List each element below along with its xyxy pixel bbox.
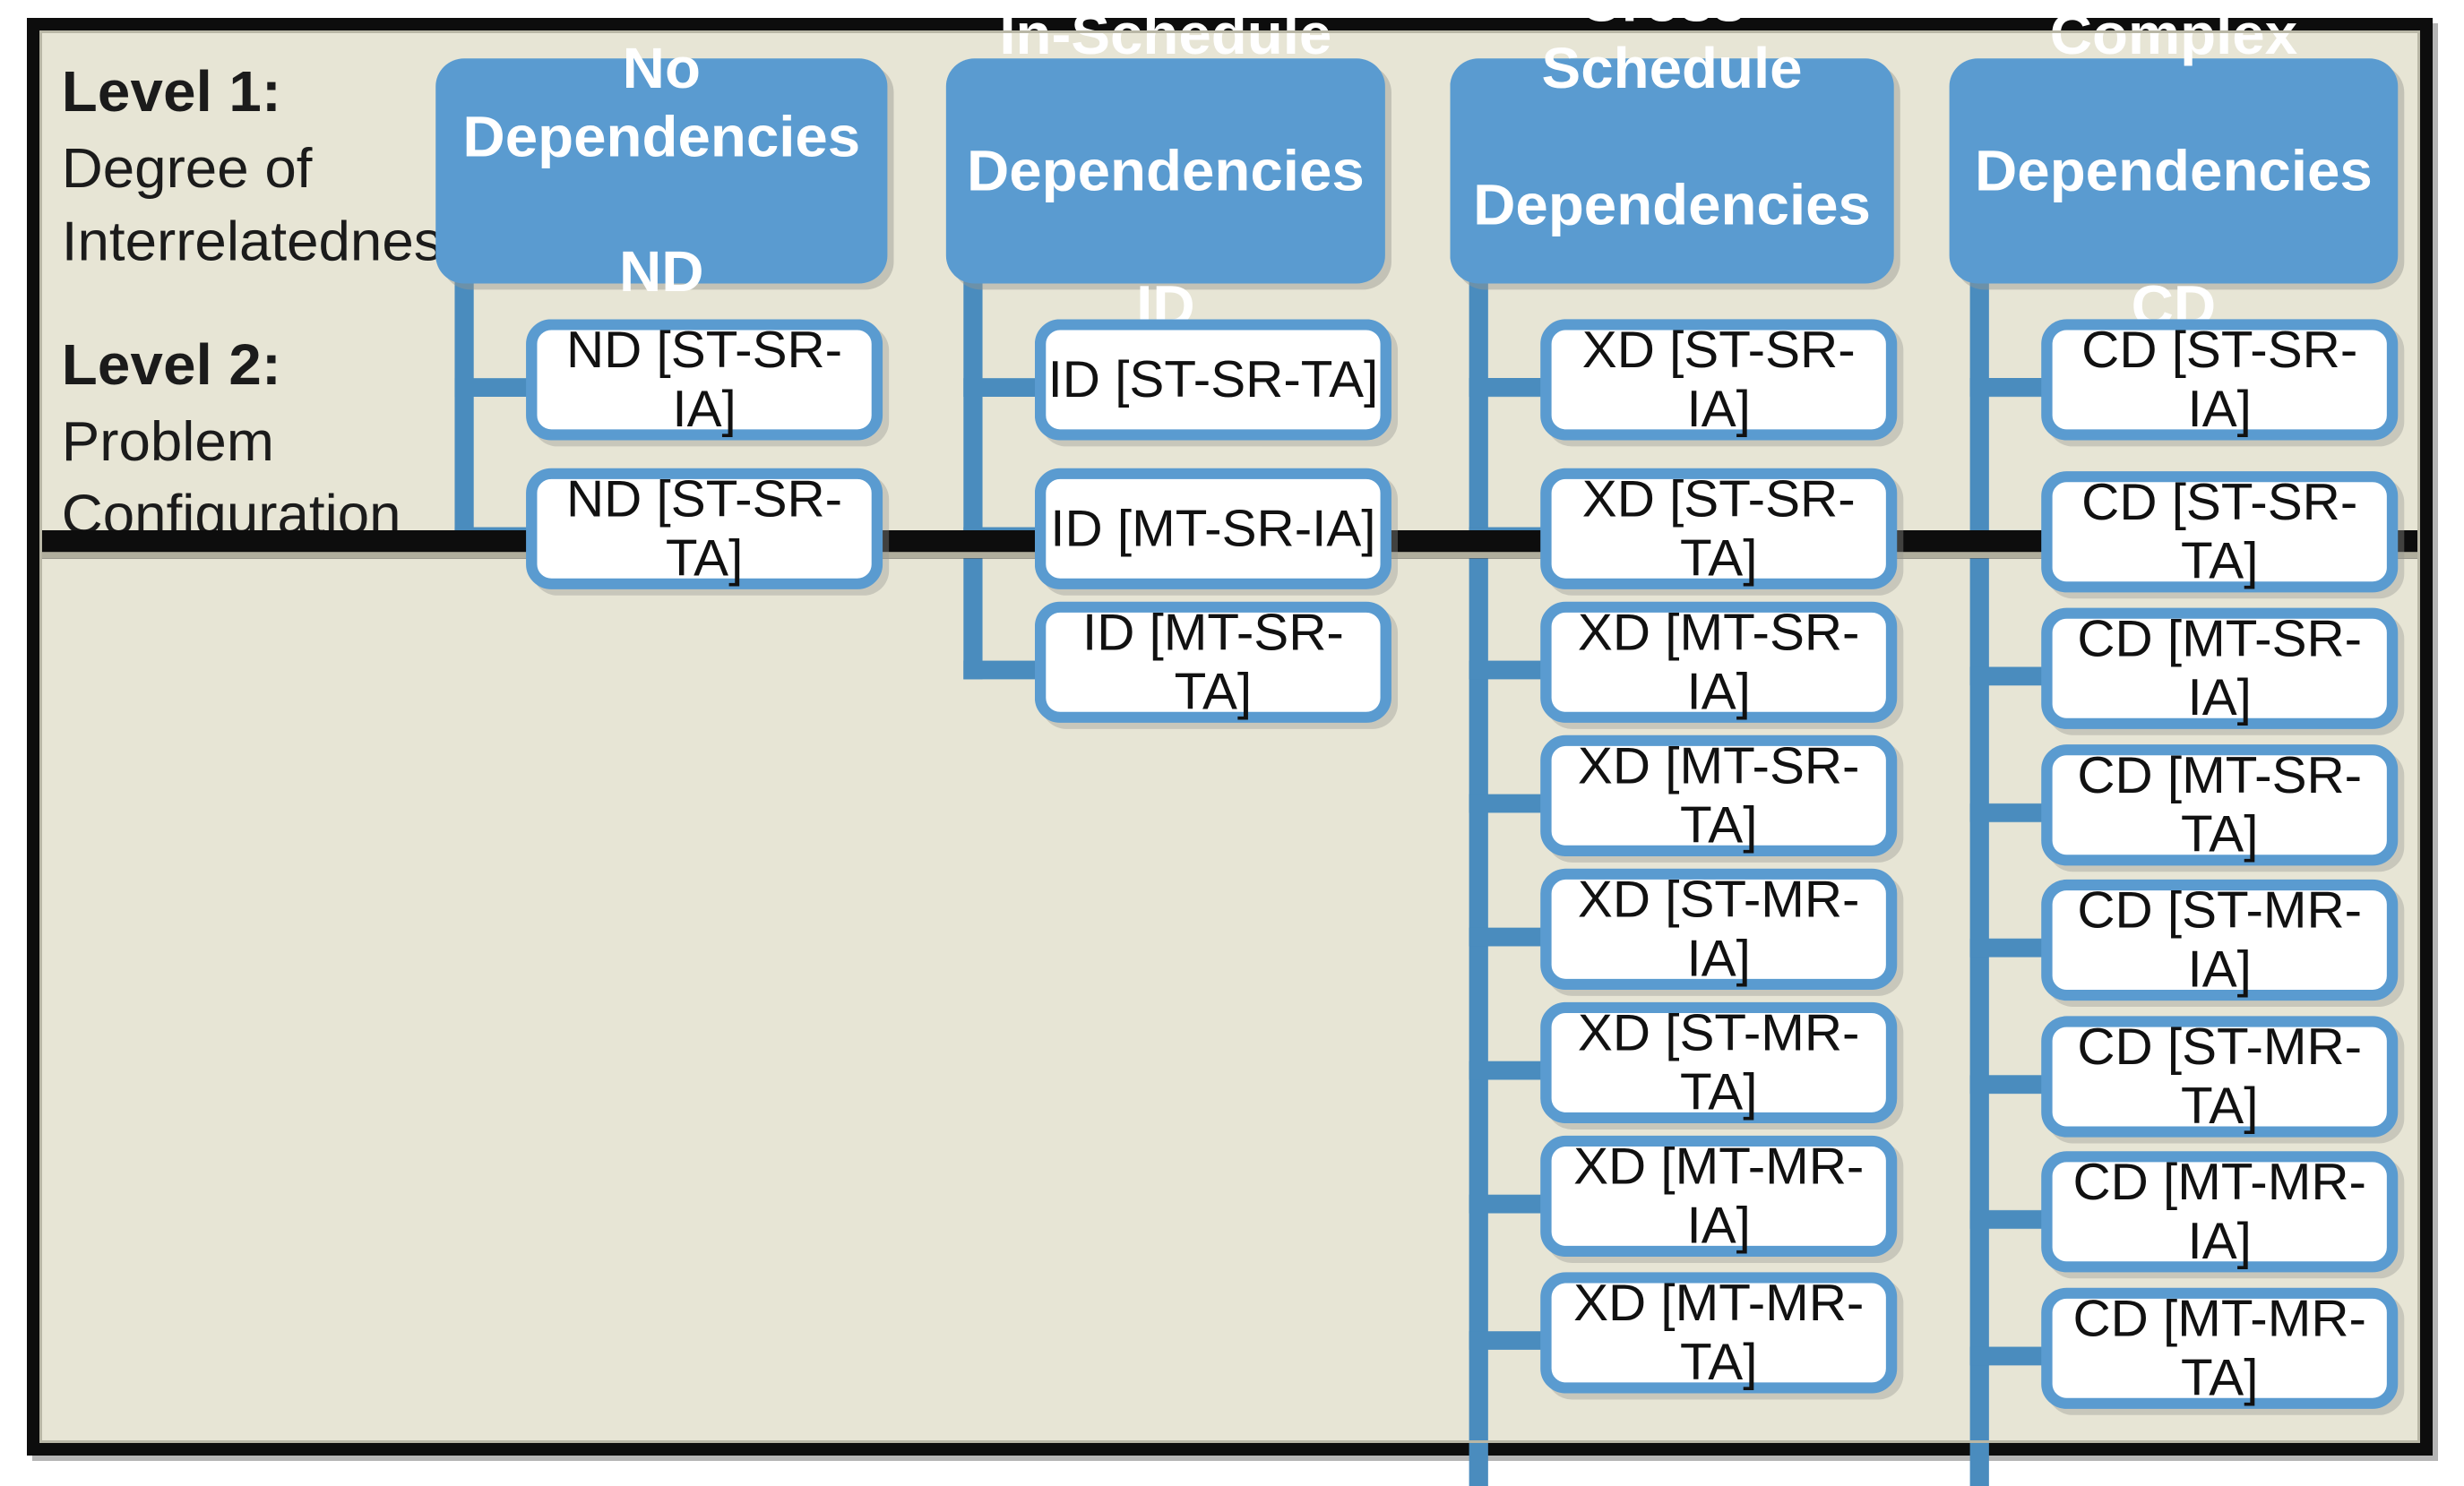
connector-stub-xd-4	[1469, 927, 1552, 947]
category-id-line1: In-Schedule	[999, 3, 1332, 67]
leaf-box-cd-1[interactable]: CD [ST-SR-TA]	[2041, 471, 2399, 593]
connector-stub-cd-0	[1969, 378, 2053, 397]
leaf-label-id-1: ID [MT-SR-IA]	[1050, 499, 1376, 557]
leaf-label-cd-4: CD [ST-MR-IA]	[2077, 880, 2363, 998]
leaf-box-xd-3[interactable]: XD [MT-SR-TA]	[1540, 734, 1898, 856]
leaf-label-xd-6: XD [MT-MR-IA]	[1573, 1137, 1865, 1254]
leaf-box-xd-4[interactable]: XD [ST-MR-IA]	[1540, 868, 1898, 990]
leaf-label-xd-7: XD [MT-MR-TA]	[1573, 1274, 1865, 1391]
leaf-box-cd-4[interactable]: CD [ST-MR-IA]	[2041, 879, 2399, 1001]
leaf-label-id-2: ID [MT-SR-TA]	[1081, 603, 1344, 720]
connector-trunk-cd	[1969, 279, 1989, 1486]
leaf-box-nd-0[interactable]: ND [ST-SR-IA]	[526, 319, 883, 441]
connector-trunk-nd	[454, 279, 474, 546]
leaf-label-xd-3: XD [MT-SR-TA]	[1577, 736, 1860, 854]
connector-stub-xd-6	[1469, 1194, 1552, 1214]
leaf-label-cd-3: CD [MT-SR-TA]	[2077, 745, 2363, 863]
category-nd-line1: No Dependencies	[462, 37, 861, 168]
level-1-title: Level 1:	[61, 59, 281, 124]
connector-stub-cd-4	[1969, 938, 2053, 958]
leaf-label-cd-7: CD [MT-MR-TA]	[2072, 1289, 2366, 1406]
category-box-nd[interactable]: No Dependencies ND	[435, 37, 888, 304]
leaf-box-id-0[interactable]: ID [ST-SR-TA]	[1034, 319, 1391, 441]
leaf-box-id-1[interactable]: ID [MT-SR-IA]	[1034, 468, 1391, 589]
leaf-box-cd-6[interactable]: CD [MT-MR-IA]	[2041, 1151, 2399, 1273]
leaf-label-cd-6: CD [MT-MR-IA]	[2072, 1152, 2366, 1269]
category-cd-line2: Dependencies	[1975, 138, 2373, 202]
category-nd-line2: ND	[619, 240, 704, 305]
category-cd-line1: Complex	[2049, 3, 2298, 67]
leaf-box-cd-5[interactable]: CD [ST-MR-TA]	[2041, 1016, 2399, 1138]
leaf-box-cd-7[interactable]: CD [MT-MR-TA]	[2041, 1287, 2399, 1409]
category-box-id[interactable]: In-Schedule Dependencies ID	[945, 3, 1385, 338]
leaf-label-id-0: ID [ST-SR-TA]	[1047, 349, 1379, 408]
category-box-xd[interactable]: Cross-Schedule Dependencies XD	[1450, 0, 1894, 372]
category-box-cd[interactable]: Complex Dependencies CD	[1949, 3, 2399, 338]
connector-stub-id-2	[963, 660, 1047, 680]
leaf-box-nd-1[interactable]: ND [ST-SR-TA]	[526, 468, 883, 589]
level-1-subtitle-line2: Interrelatedness	[61, 209, 471, 273]
leaf-label-xd-1: XD [ST-SR-TA]	[1581, 469, 1856, 587]
category-xd-line1: Cross-Schedule	[1541, 0, 1803, 101]
level-2-label: Level 2: Problem Configuration	[62, 329, 538, 552]
connector-stub-xd-3	[1469, 794, 1552, 813]
leaf-box-cd-3[interactable]: CD [MT-SR-TA]	[2041, 744, 2399, 866]
leaf-label-nd-0: ND [ST-SR-IA]	[566, 321, 843, 438]
layout-scaler: Level 1: Degree of Interrelatedness Leve…	[39, 0, 2420, 1486]
leaf-label-xd-2: XD [MT-SR-IA]	[1577, 603, 1860, 720]
diagram-frame: Level 1: Degree of Interrelatedness Leve…	[27, 0, 2433, 1486]
leaf-label-xd-5: XD [ST-MR-TA]	[1577, 1003, 1860, 1121]
connector-stub-xd-0	[1469, 378, 1552, 397]
leaf-label-xd-0: XD [ST-SR-IA]	[1581, 321, 1856, 438]
connector-stub-xd-5	[1469, 1061, 1552, 1080]
leaf-box-id-2[interactable]: ID [MT-SR-TA]	[1034, 601, 1391, 723]
connector-stub-xd-2	[1469, 660, 1552, 680]
connector-stub-cd-3	[1969, 803, 2053, 822]
level-1-subtitle-line1: Degree of	[61, 135, 313, 200]
leaf-label-xd-4: XD [ST-MR-IA]	[1577, 870, 1860, 987]
connector-stub-nd-0	[454, 378, 538, 397]
leaf-box-xd-1[interactable]: XD [ST-SR-TA]	[1540, 468, 1898, 589]
leaf-label-cd-0: CD [ST-SR-IA]	[2081, 321, 2358, 438]
leaf-label-nd-1: ND [ST-SR-TA]	[566, 469, 843, 587]
connector-stub-cd-2	[1969, 666, 2053, 686]
category-id-line2: Dependencies	[966, 138, 1365, 202]
leaf-box-xd-0[interactable]: XD [ST-SR-IA]	[1540, 319, 1898, 441]
leaf-box-xd-2[interactable]: XD [MT-SR-IA]	[1540, 601, 1898, 723]
connector-stub-cd-5	[1969, 1075, 2053, 1095]
leaf-box-xd-5[interactable]: XD [ST-MR-TA]	[1540, 1001, 1898, 1124]
leaf-box-cd-0[interactable]: CD [ST-SR-IA]	[2041, 319, 2399, 441]
leaf-box-xd-7[interactable]: XD [MT-MR-TA]	[1540, 1272, 1898, 1394]
level-2-subtitle-line1: Problem	[61, 408, 274, 473]
leaf-label-cd-5: CD [ST-MR-TA]	[2077, 1018, 2363, 1135]
connector-stub-cd-7	[1969, 1346, 2053, 1366]
level-2-title: Level 2:	[61, 332, 281, 397]
leaf-label-cd-2: CD [MT-SR-IA]	[2077, 609, 2363, 726]
leaf-box-cd-2[interactable]: CD [MT-SR-IA]	[2041, 607, 2399, 729]
connector-stub-cd-6	[1969, 1210, 2053, 1229]
connector-trunk-xd	[1469, 279, 1488, 1486]
leaf-label-cd-1: CD [ST-SR-TA]	[2081, 472, 2358, 589]
level-1-label: Level 1: Degree of Interrelatedness	[62, 56, 538, 279]
category-xd-line2: Dependencies	[1473, 172, 1871, 236]
leaf-box-xd-6[interactable]: XD [MT-MR-IA]	[1540, 1135, 1898, 1258]
connector-stub-xd-7	[1469, 1331, 1552, 1351]
connector-stub-id-0	[963, 378, 1047, 397]
